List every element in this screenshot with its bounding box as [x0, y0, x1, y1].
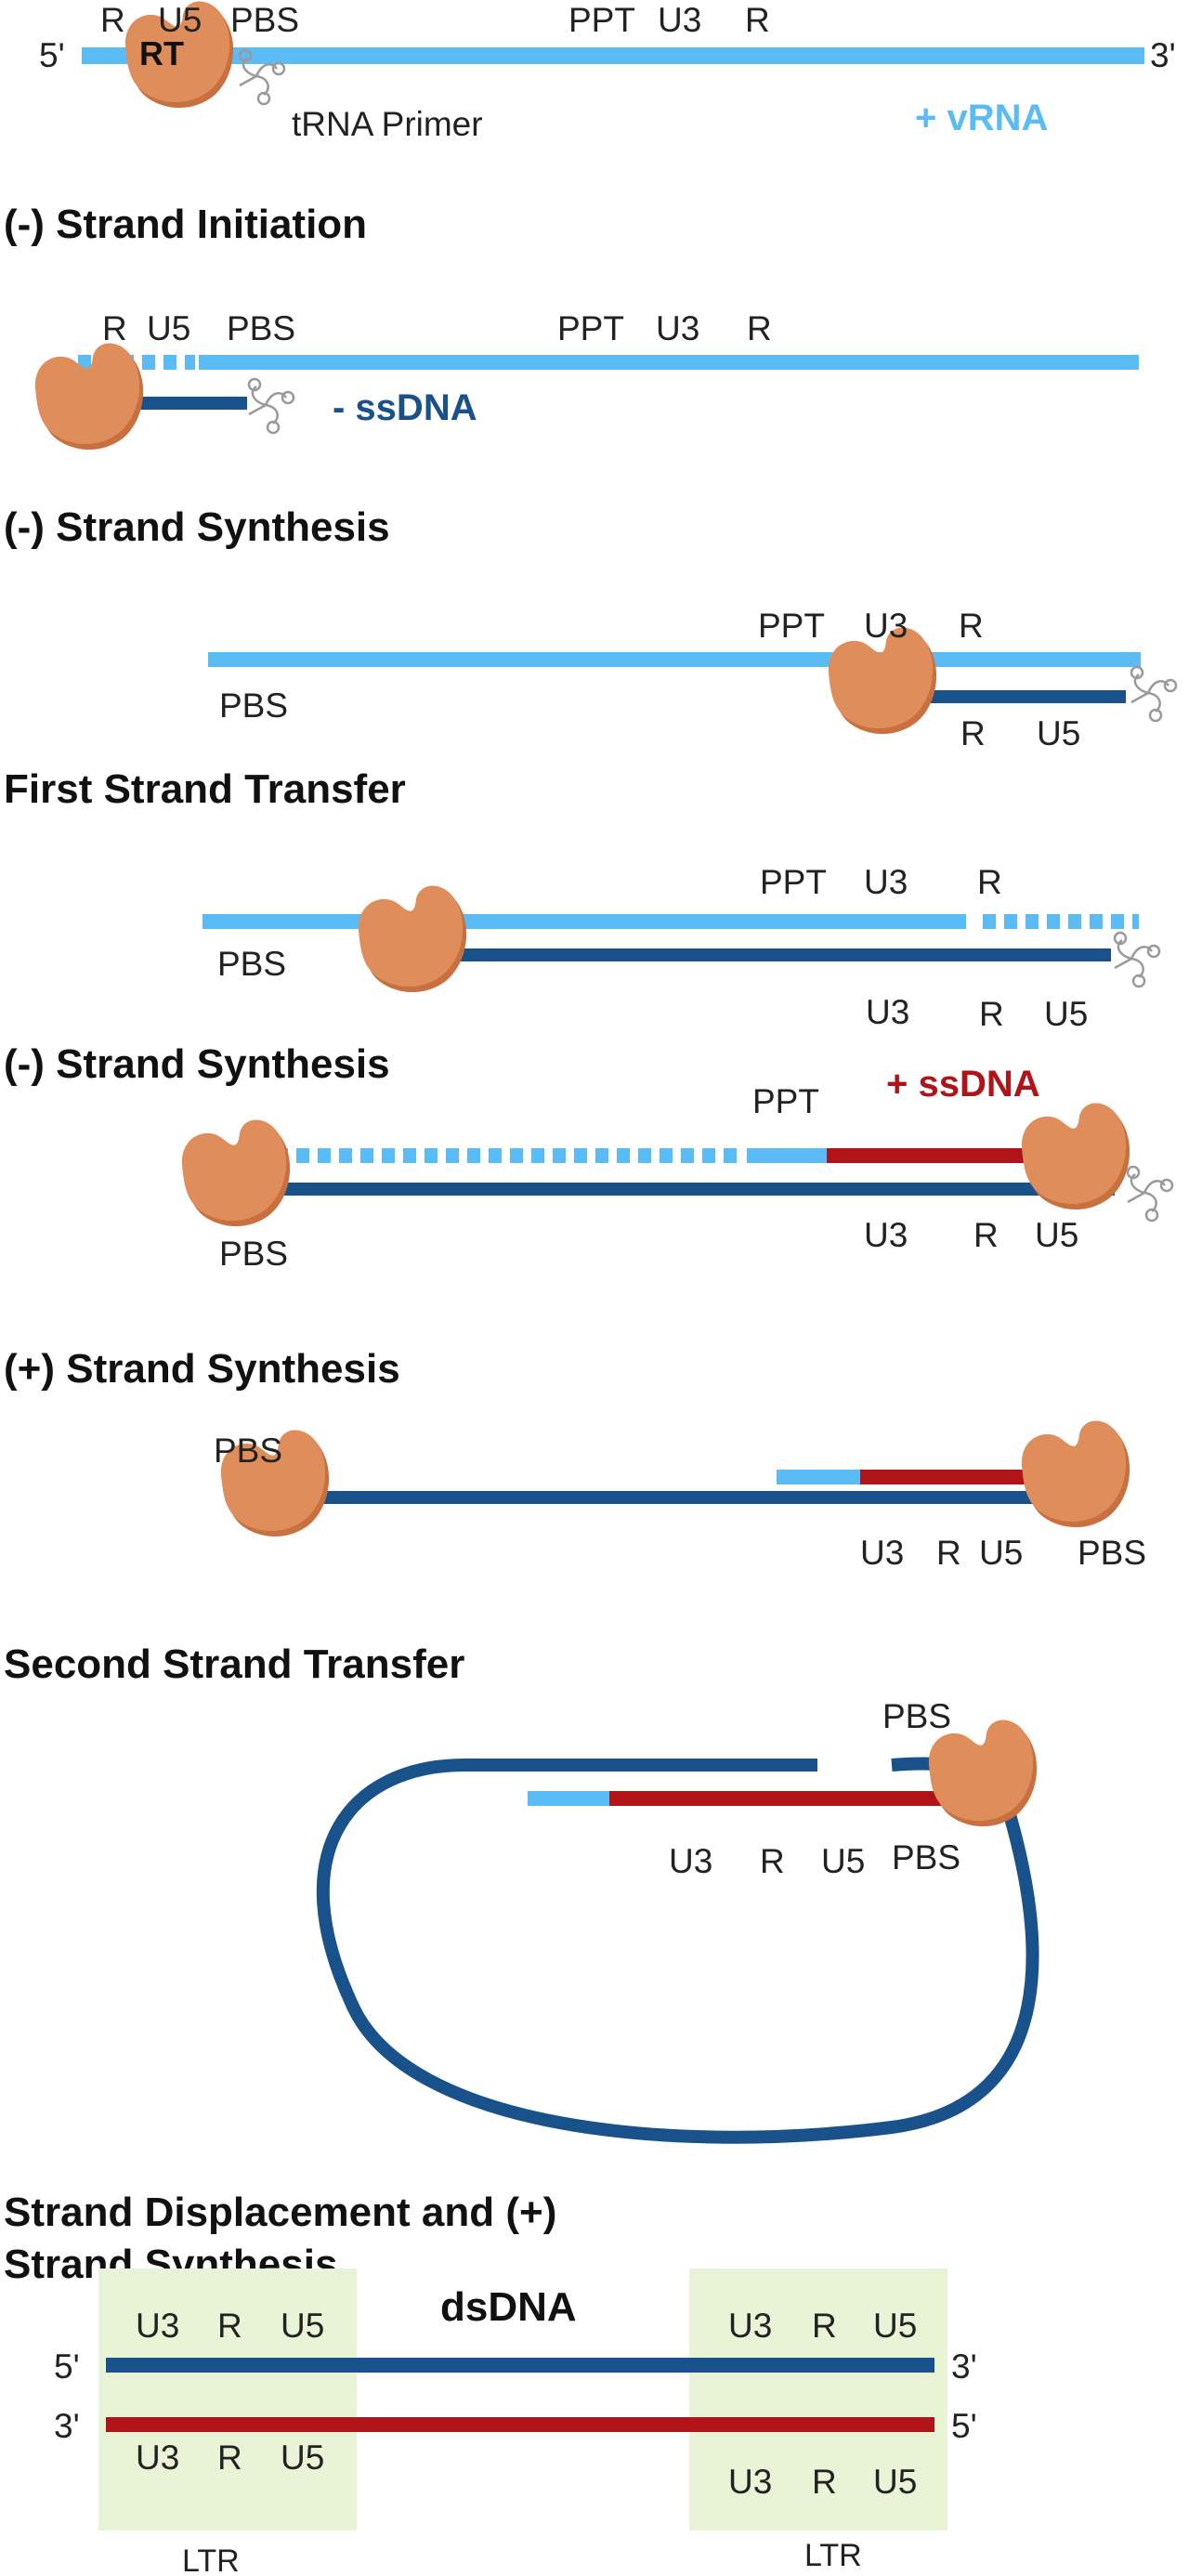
ltr-right-u5-bottom: U5 — [873, 2463, 917, 2501]
label-r: R — [973, 1216, 999, 1254]
top-three-prime: 3' — [951, 2347, 977, 2386]
reverse-transcriptase-icon — [181, 1119, 291, 1227]
label-u5: U5 — [979, 1534, 1023, 1572]
label-u3: U3 — [864, 607, 908, 645]
label-pbs: PBS — [230, 1, 299, 39]
label-r: R — [760, 1842, 785, 1880]
label-pbs: PBS — [219, 686, 288, 725]
rt-label: RT — [139, 34, 184, 72]
five-prime-end: 5' — [39, 36, 65, 74]
step-7-title-line-1: Strand Displacement and (+) — [4, 2190, 556, 2235]
step-1-title: (-) Strand Initiation — [4, 202, 367, 247]
label-pbs-right: PBS — [1078, 1534, 1146, 1572]
ltr-left-u5: U5 — [281, 2307, 324, 2345]
step-5-title: (+) Strand Synthesis — [4, 1346, 400, 1392]
label-u5-lower: U5 — [1044, 995, 1088, 1033]
step-3-first-strand-transfer: First Strand Transfer PPT U3 R PBS U3 R … — [4, 766, 1161, 1033]
label-r-lower: R — [960, 714, 986, 752]
label-u5: U5 — [158, 1, 202, 39]
step-2-strand-synthesis: (-) Strand Synthesis PPT U3 R PBS R U5 — [4, 504, 1178, 752]
ltr-left-r: R — [217, 2307, 242, 2345]
step-1-strand-initiation: (-) Strand Initiation R U5 PBS PPT U3 R … — [4, 202, 1139, 451]
ltr-left-u5-bottom: U5 — [281, 2439, 324, 2477]
label-r: R — [100, 1, 125, 39]
dsdna-label: dsDNA — [440, 2284, 577, 2330]
ltr-left-r-bottom: R — [217, 2439, 242, 2477]
vrna-label: + vRNA — [915, 98, 1048, 138]
reverse-transcriptase-icon — [1021, 1103, 1130, 1210]
label-pbs-top: PBS — [882, 1697, 951, 1735]
ltr-right-r: R — [812, 2307, 837, 2345]
label-u3: U3 — [656, 309, 699, 347]
step-0-initial-rna: RT 5' 3' R U5 PBS PPT U3 R tRNA Primer +… — [39, 1, 1176, 143]
step-6-title: Second Strand Transfer — [4, 1641, 464, 1687]
plus-ssdna-label: + ssDNA — [886, 1064, 1040, 1105]
label-ppt: PPT — [557, 309, 624, 347]
label-u5: U5 — [147, 309, 190, 347]
label-ppt: PPT — [758, 607, 825, 645]
ltr-right-u5: U5 — [873, 2307, 917, 2345]
ltr-right-label: LTR — [804, 2538, 862, 2573]
minus-ssdna-label: - ssDNA — [333, 387, 477, 428]
label-r2: R — [747, 309, 772, 347]
label-r2: R — [745, 1, 770, 39]
step-6-second-strand-transfer: Second Strand Transfer PBS U3 R U5 PBS — [4, 1641, 1039, 2144]
step-4-title: (-) Strand Synthesis — [4, 1041, 390, 1087]
ltr-right-u3: U3 — [728, 2307, 772, 2345]
label-ppt: PPT — [760, 863, 827, 901]
label-r: R — [977, 863, 1002, 901]
label-u3: U3 — [658, 1, 701, 39]
top-five-prime: 5' — [54, 2347, 80, 2386]
minus-ssdna-loop — [316, 1757, 1039, 2144]
label-u3: U3 — [669, 1842, 712, 1880]
ltr-left-u3-bottom: U3 — [136, 2439, 179, 2477]
step-3-title: First Strand Transfer — [4, 766, 406, 812]
three-prime-end: 3' — [1150, 36, 1176, 74]
trna-cloverleaf-icon — [1126, 1165, 1174, 1223]
label-u5: U5 — [821, 1842, 865, 1880]
label-pbs: PBS — [219, 1235, 288, 1273]
label-u5: U5 — [1035, 1216, 1078, 1254]
bottom-five-prime: 5' — [951, 2407, 977, 2445]
trna-cloverleaf-icon — [1113, 931, 1161, 988]
ltr-left-label: LTR — [182, 2543, 240, 2576]
label-r-lower: R — [979, 995, 1004, 1033]
step-5-plus-strand-synthesis: (+) Strand Synthesis PBS U3 R U5 PBS — [4, 1346, 1146, 1572]
ltr-right-u3-bottom: U3 — [728, 2463, 772, 2501]
ltr-left-u3: U3 — [136, 2307, 179, 2345]
reverse-transcriptase-icon — [358, 885, 467, 993]
reverse-transcriptase-icon — [1021, 1420, 1130, 1528]
label-u3: U3 — [860, 1534, 904, 1572]
label-r: R — [959, 607, 984, 645]
step-4-strand-synthesis: (-) Strand Synthesis PPT + ssDNA PBS U3 … — [4, 1041, 1174, 1273]
trna-cloverleaf-icon — [1130, 665, 1178, 723]
label-r: R — [936, 1534, 961, 1572]
label-pbs: PBS — [217, 945, 286, 983]
label-pbs: PBS — [892, 1838, 960, 1876]
label-u3: U3 — [864, 863, 908, 901]
trna-primer-label: tRNA Primer — [292, 105, 483, 143]
trna-cloverleaf-icon — [247, 377, 295, 435]
ltr-box-left — [98, 2269, 357, 2530]
label-r: R — [102, 309, 127, 347]
bottom-three-prime: 3' — [54, 2407, 80, 2445]
step-2-title: (-) Strand Synthesis — [4, 504, 390, 550]
reverse-transcriptase-icon — [928, 1720, 1038, 1827]
label-u3: U3 — [864, 1216, 908, 1254]
step-7-strand-displacement: Strand Displacement and (+) Strand Synth… — [4, 2190, 977, 2576]
ltr-right-r-bottom: R — [812, 2463, 837, 2501]
ltr-box-right — [689, 2269, 947, 2530]
label-u3-lower: U3 — [866, 993, 909, 1031]
label-pbs: PBS — [227, 309, 295, 347]
label-ppt: PPT — [568, 1, 635, 39]
label-pbs-top: PBS — [214, 1432, 282, 1470]
label-u5-lower: U5 — [1037, 714, 1080, 752]
label-ppt: PPT — [752, 1082, 819, 1120]
